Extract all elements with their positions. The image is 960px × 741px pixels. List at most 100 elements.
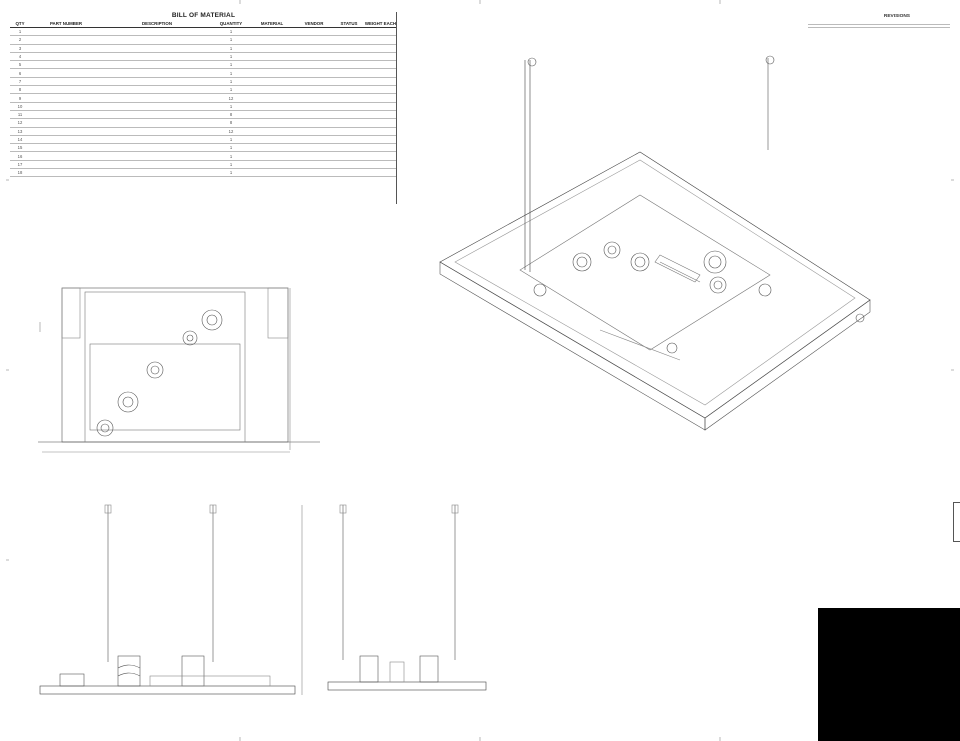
title-block-redacted <box>818 608 960 741</box>
bom-cell <box>30 85 102 95</box>
bom-cell: 1 <box>212 102 250 111</box>
bom-cell <box>250 143 294 153</box>
bom-cell <box>250 102 294 111</box>
bom-cell <box>334 85 364 95</box>
bom-cell <box>30 143 102 153</box>
bom-cell <box>250 93 294 103</box>
bom-cell <box>294 85 334 95</box>
bom-cell <box>102 102 212 111</box>
bom-cell <box>250 44 294 53</box>
revision-cell <box>843 24 879 28</box>
bom-cell <box>102 93 212 103</box>
bom-cell <box>102 134 212 145</box>
bom-cell <box>250 134 294 145</box>
bom-col-material: MATERIAL <box>250 20 294 28</box>
bom-cell <box>30 76 102 87</box>
bom-cell <box>30 110 102 120</box>
bom-cell <box>250 160 294 170</box>
bom-cell <box>364 60 397 70</box>
bom-cell <box>30 60 102 70</box>
bom-cell: 11 <box>10 110 30 120</box>
bom-cell: 1 <box>212 151 250 161</box>
bom-cell <box>30 160 102 170</box>
bom-col-status: STATUS <box>334 20 364 28</box>
revision-cell <box>879 22 915 25</box>
bom-cell: 1 <box>212 76 250 87</box>
bom-cell: 1 <box>212 35 250 45</box>
bom-cell <box>364 151 397 161</box>
bom-cell <box>334 110 364 120</box>
bom-cell <box>334 143 364 153</box>
bom-cell <box>294 52 334 62</box>
bom-frame-line <box>396 12 397 204</box>
bom-cell <box>364 35 397 45</box>
bom-cell <box>294 102 334 111</box>
bom-cell: 15 <box>10 143 30 153</box>
bom-cell <box>102 44 212 53</box>
bom-cell <box>102 160 212 170</box>
bom-cell <box>30 168 102 178</box>
bom-cell: 7 <box>10 76 30 87</box>
bill-of-material: BILL OF MATERIAL QTY PART NUMBER DESCRIP… <box>10 12 397 178</box>
bom-cell: 4 <box>10 52 30 62</box>
bom-cell <box>364 134 397 145</box>
bom-cell <box>250 85 294 95</box>
bom-cell: 1 <box>212 27 250 37</box>
bom-cell <box>294 60 334 70</box>
bom-cell: 8 <box>10 85 30 95</box>
bom-cell <box>294 76 334 87</box>
bom-col-qty: QTY <box>10 20 30 28</box>
bom-cell <box>250 118 294 128</box>
bom-cell <box>102 85 212 95</box>
bom-cell <box>102 76 212 87</box>
bom-header-row: QTY PART NUMBER DESCRIPTION QUANTITY MAT… <box>10 20 397 28</box>
bom-cell <box>294 27 334 37</box>
bom-cell <box>250 110 294 120</box>
bom-cell <box>250 35 294 45</box>
bom-cell <box>30 134 102 145</box>
bom-cell <box>294 35 334 45</box>
bom-col-weight: WEIGHT EACH <box>364 20 397 28</box>
front-elevation-view <box>39 504 303 695</box>
bom-cell: 1 <box>212 134 250 145</box>
bom-cell <box>364 52 397 62</box>
bom-cell <box>30 151 102 161</box>
bom-cell <box>30 93 102 103</box>
bom-col-part-number: PART NUMBER <box>30 20 102 28</box>
bom-cell <box>364 76 397 87</box>
bom-cell <box>30 44 102 53</box>
bom-cell <box>294 168 334 178</box>
bom-cell <box>250 52 294 62</box>
border-ticks <box>6 0 954 741</box>
bom-cell <box>334 52 364 62</box>
bom-cell <box>102 118 212 128</box>
bom-cell <box>294 93 334 103</box>
bom-cell <box>102 52 212 62</box>
bom-cell: 9 <box>10 93 30 103</box>
bom-col-vendor: VENDOR <box>294 20 334 28</box>
revisions-block: REVISIONS <box>808 14 950 28</box>
isometric-view <box>439 55 871 431</box>
bom-title: BILL OF MATERIAL <box>171 12 236 19</box>
bom-cell <box>334 76 364 87</box>
bom-cell <box>334 27 364 37</box>
revision-row <box>808 24 950 28</box>
bom-cell <box>334 93 364 103</box>
bom-col-description: DESCRIPTION <box>102 20 212 28</box>
bom-cell: 14 <box>10 134 30 145</box>
revision-cell <box>879 24 915 28</box>
revision-cell <box>843 22 879 25</box>
revision-cell <box>914 24 950 28</box>
bom-cell: 18 <box>10 168 30 178</box>
